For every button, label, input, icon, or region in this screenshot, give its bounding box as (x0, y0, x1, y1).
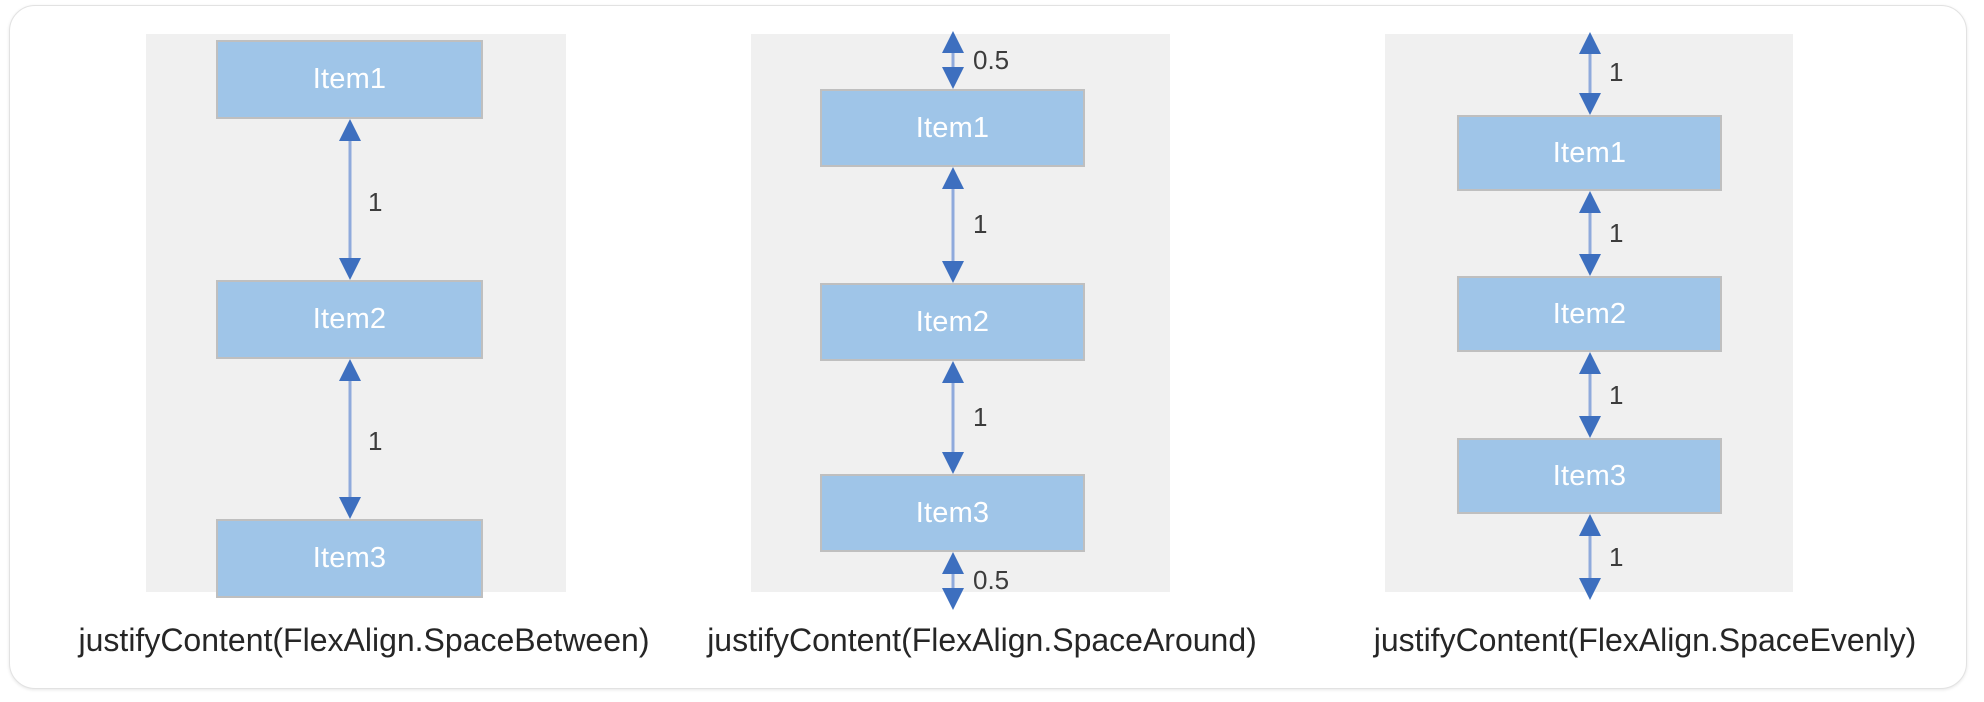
gap-arrow (940, 552, 966, 610)
item-box-label: Item2 (1552, 297, 1627, 330)
caption-space-around: justifyContent(FlexAlign.SpaceAround) (707, 622, 1257, 658)
item-box[interactable]: Item2 (216, 280, 483, 359)
gap-arrow (1577, 352, 1603, 438)
item-box-label: Item2 (312, 303, 387, 335)
gap-arrow-label: 1 (973, 402, 988, 432)
item-box[interactable]: Item3 (216, 519, 483, 598)
gap-arrow-label: 0.5 (973, 45, 1010, 75)
gap-arrow-label: 1 (1609, 57, 1624, 87)
item-box[interactable]: Item1 (820, 89, 1085, 167)
gap-arrow (1577, 191, 1603, 276)
item-box[interactable]: Item1 (1457, 115, 1722, 191)
item-box-label: Item1 (915, 111, 990, 144)
item-box[interactable]: Item3 (820, 474, 1085, 552)
gap-arrow (337, 119, 363, 280)
gap-arrow-label: 1 (368, 187, 383, 217)
gap-arrow (940, 361, 966, 474)
caption-space-between: justifyContent(FlexAlign.SpaceBetween) (78, 622, 650, 658)
gap-arrow-label: 1 (973, 209, 988, 239)
gap-arrow (1577, 514, 1603, 600)
item-box-label: Item1 (1552, 136, 1627, 169)
gap-arrow (940, 31, 966, 89)
gap-arrow (940, 167, 966, 283)
caption-space-evenly: justifyContent(FlexAlign.SpaceEvenly) (1373, 622, 1917, 658)
item-box-label: Item3 (1552, 459, 1627, 492)
gap-arrow-label: 1 (1609, 380, 1624, 410)
item-box-label: Item1 (312, 63, 387, 95)
gap-arrow-label: 1 (1609, 218, 1624, 248)
gap-arrow (337, 359, 363, 519)
gap-arrow-label: 1 (368, 426, 383, 456)
item-box-label: Item3 (915, 496, 990, 529)
item-box-label: Item3 (312, 542, 387, 574)
item-box-label: Item2 (915, 305, 990, 338)
gap-arrow (1577, 32, 1603, 115)
item-box[interactable]: Item1 (216, 40, 483, 119)
item-box[interactable]: Item3 (1457, 438, 1722, 514)
item-box[interactable]: Item2 (1457, 276, 1722, 352)
item-box[interactable]: Item2 (820, 283, 1085, 361)
gap-arrow-label: 1 (1609, 542, 1624, 572)
gap-arrow-label: 0.5 (973, 565, 1010, 595)
